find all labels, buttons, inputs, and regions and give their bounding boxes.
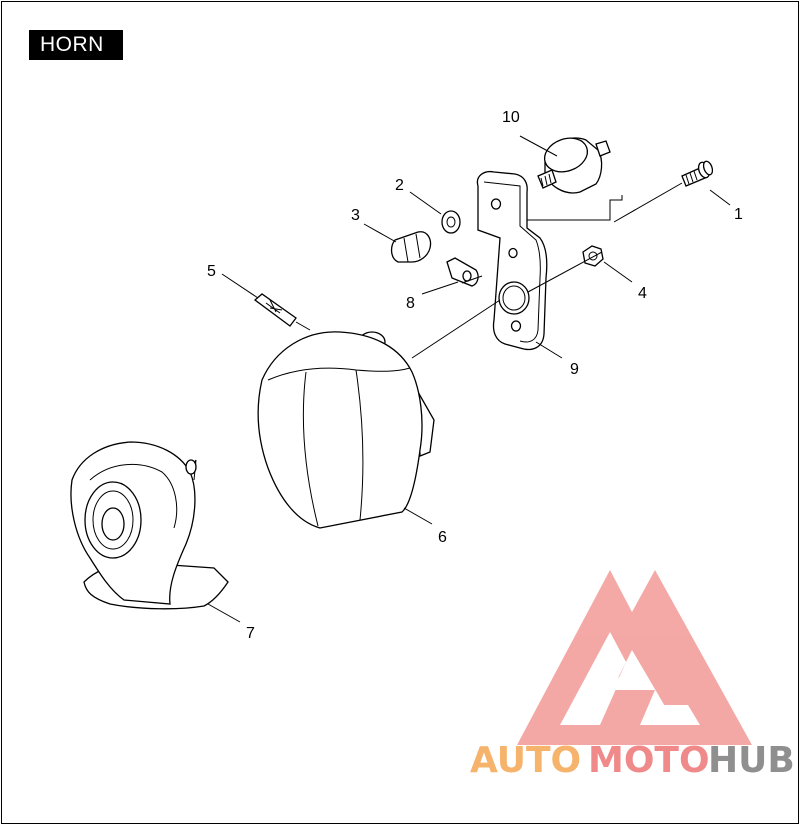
wire-connector bbox=[253, 293, 297, 327]
horn-high-tone bbox=[257, 331, 435, 529]
horn-bracket bbox=[476, 170, 623, 351]
screw bbox=[681, 160, 714, 187]
callout-9: 9 bbox=[570, 361, 579, 378]
washer bbox=[441, 210, 461, 234]
watermark-logo bbox=[517, 570, 752, 745]
callout-8: 8 bbox=[406, 295, 415, 312]
callout-7: 7 bbox=[246, 625, 255, 642]
watermark-auto: AUTO bbox=[470, 740, 581, 781]
callout-5: 5 bbox=[207, 263, 216, 280]
callout-2: 2 bbox=[395, 177, 404, 194]
callout-3: 3 bbox=[351, 207, 360, 224]
callout-10: 10 bbox=[502, 109, 520, 126]
horn-low-tone bbox=[70, 441, 229, 610]
callout-1: 1 bbox=[734, 206, 743, 223]
flange-nut bbox=[582, 245, 604, 267]
watermark-text: AUTO MOTO HUB bbox=[470, 740, 795, 781]
rubber-mount bbox=[537, 137, 611, 194]
watermark-hub: HUB bbox=[708, 740, 795, 781]
callout-4: 4 bbox=[638, 285, 647, 302]
assembly-lines bbox=[207, 135, 731, 623]
callout-6: 6 bbox=[438, 529, 447, 546]
cable-clip bbox=[446, 257, 479, 287]
acorn-nut bbox=[390, 231, 432, 263]
diagram-title: HORN bbox=[29, 30, 123, 60]
watermark-moto: MOTO bbox=[588, 740, 710, 781]
